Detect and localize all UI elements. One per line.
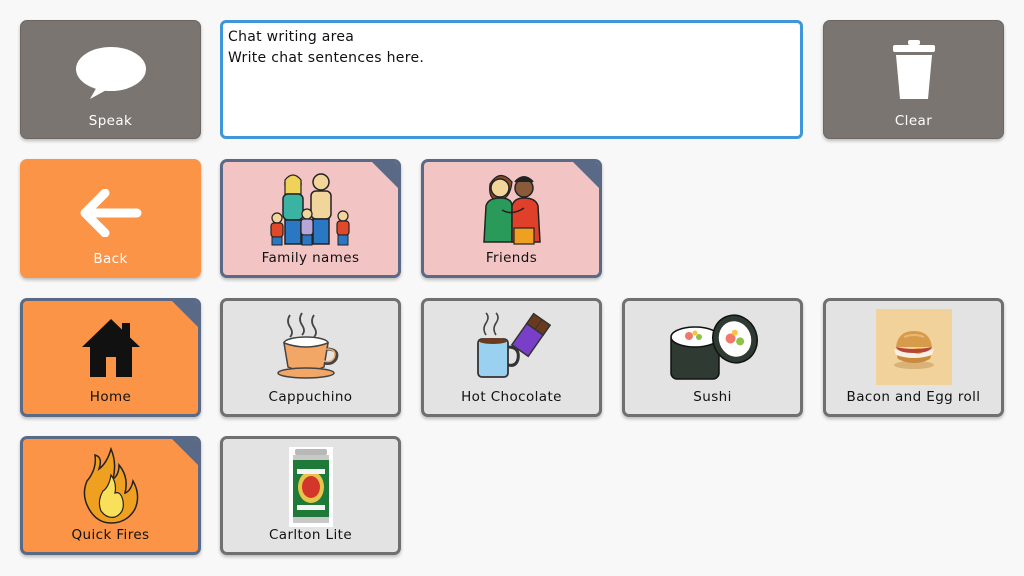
folder-corner xyxy=(571,162,599,190)
item-carlton-lite[interactable]: Carlton Lite xyxy=(220,436,401,555)
hot-chocolate-icon xyxy=(424,311,599,383)
back-label: Back xyxy=(93,251,128,267)
clear-label: Clear xyxy=(894,113,933,129)
item-cappuchino[interactable]: Cappuchino xyxy=(220,298,401,417)
folder-corner xyxy=(370,162,398,190)
chat-line-2: Write chat sentences here. xyxy=(228,50,425,66)
bacon-egg-roll-label: Bacon and Egg roll xyxy=(846,389,981,405)
speech-bubble-icon xyxy=(21,45,200,101)
back-button[interactable]: Back xyxy=(20,159,201,278)
chat-writing-area[interactable]: Chat writing area Write chat sentences h… xyxy=(220,20,803,139)
carlton-lite-label: Carlton Lite xyxy=(268,527,353,543)
trash-can-icon xyxy=(824,39,1003,101)
clear-button[interactable]: Clear xyxy=(823,20,1004,139)
hot-chocolate-label: Hot Chocolate xyxy=(461,389,562,405)
family-names-label: Family names xyxy=(261,250,360,266)
friends-label: Friends xyxy=(485,250,538,266)
friends-icon xyxy=(424,170,599,248)
beer-can-photo xyxy=(223,447,398,527)
home-label: Home xyxy=(89,389,132,405)
quick-fires-label: Quick Fires xyxy=(71,527,150,543)
folder-corner xyxy=(170,439,198,467)
house-icon xyxy=(23,315,198,381)
item-sushi[interactable]: Sushi xyxy=(622,298,803,417)
bacon-egg-roll-photo xyxy=(826,309,1001,385)
sushi-label: Sushi xyxy=(693,389,732,405)
category-home[interactable]: Home xyxy=(20,298,201,417)
item-bacon-egg-roll[interactable]: Bacon and Egg roll xyxy=(823,298,1004,417)
coffee-cup-icon xyxy=(223,311,398,383)
family-icon xyxy=(223,170,398,248)
folder-corner xyxy=(170,301,198,329)
item-hot-chocolate[interactable]: Hot Chocolate xyxy=(421,298,602,417)
category-friends[interactable]: Friends xyxy=(421,159,602,278)
category-quick-fires[interactable]: Quick Fires xyxy=(20,436,201,555)
sushi-icon xyxy=(625,311,800,383)
speak-label: Speak xyxy=(88,113,133,129)
cappuchino-label: Cappuchino xyxy=(268,389,353,405)
fire-icon xyxy=(23,447,198,525)
arrow-left-icon xyxy=(22,189,199,237)
chat-line-1: Chat writing area xyxy=(228,29,355,45)
category-family-names[interactable]: Family names xyxy=(220,159,401,278)
speak-button[interactable]: Speak xyxy=(20,20,201,139)
